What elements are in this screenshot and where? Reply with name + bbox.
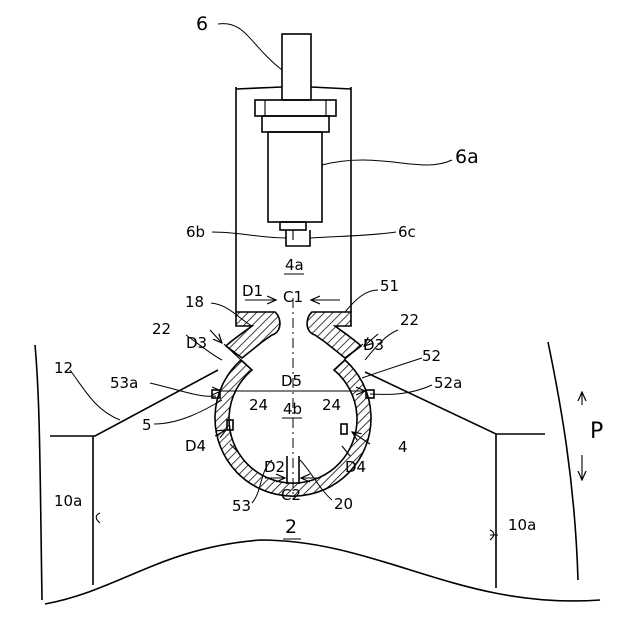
label-53: 53 (232, 497, 251, 515)
label-6: 6 (196, 13, 208, 35)
label-52: 52 (422, 347, 441, 365)
label-d3-left: D3 (186, 334, 207, 352)
label-4: 4 (398, 438, 408, 456)
label-53a: 53a (110, 374, 138, 392)
label-d2: D2 (264, 458, 285, 476)
label-10a-left: 10a (54, 492, 82, 510)
label-2: 2 (285, 516, 297, 538)
label-c1: C1 (283, 288, 303, 306)
label-10a-right: 10a (508, 516, 536, 534)
label-4a: 4a (285, 256, 304, 274)
label-6c: 6c (398, 223, 416, 241)
label-4b: 4b (283, 400, 302, 418)
label-d4-left: D4 (185, 437, 206, 455)
label-24-left: 24 (249, 396, 268, 414)
label-d5: D5 (281, 372, 302, 390)
label-6a: 6a (455, 146, 479, 168)
label-22-right: 22 (400, 311, 419, 329)
sensor-assembly (255, 34, 336, 246)
label-d3-right: D3 (363, 336, 384, 354)
label-5: 5 (142, 416, 152, 434)
label-d1: D1 (242, 282, 263, 300)
label-24-right: 24 (322, 396, 341, 414)
label-12: 12 (54, 359, 73, 377)
label-6b: 6b (186, 223, 205, 241)
label-22-left: 22 (152, 320, 171, 338)
label-p: P (590, 419, 603, 444)
label-51: 51 (380, 277, 399, 295)
label-d4-right: D4 (345, 458, 366, 476)
label-18: 18 (185, 293, 204, 311)
labels: 6 6a 6b 6c 4a 18 D1 C1 51 22 22 D3 D3 12… (54, 13, 603, 539)
label-52a: 52a (434, 374, 462, 392)
upper-housing (236, 87, 351, 312)
label-c2: C2 (281, 486, 301, 504)
label-20: 20 (334, 495, 353, 513)
